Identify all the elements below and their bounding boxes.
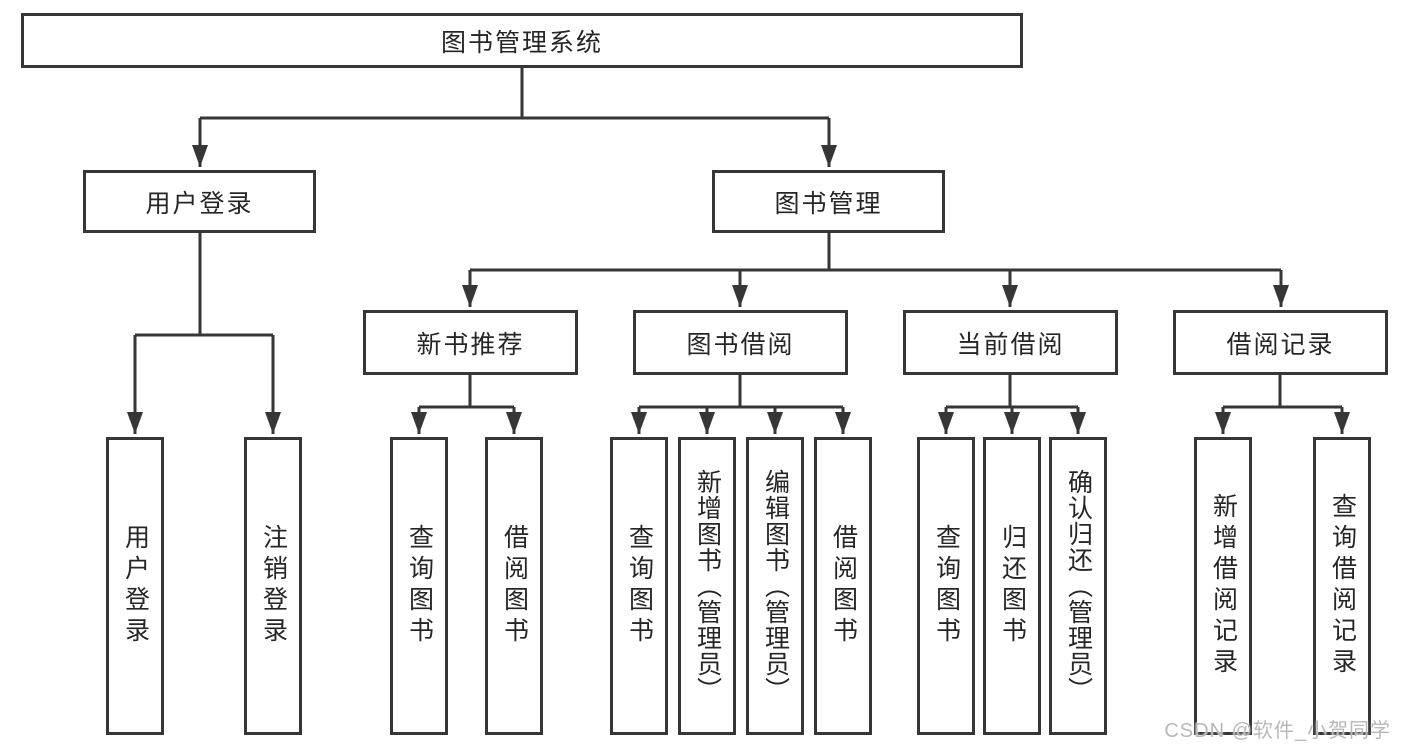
- node-label: 注销登录: [259, 524, 288, 648]
- node-label: 图书管理: [774, 189, 883, 218]
- node-label: 新增借阅记录: [1209, 493, 1238, 679]
- node-library-system: 图书管理系统: [21, 13, 1023, 68]
- leaf-return-book: 归还图书: [983, 437, 1041, 735]
- leaf-logout: 注销登录: [244, 437, 302, 735]
- watermark: CSDN @软件_小贺同学: [1164, 720, 1391, 742]
- node-label: 借阅图书: [500, 524, 529, 648]
- leaf-query-books: 查询图书: [610, 437, 668, 735]
- node-book-borrow: 图书借阅: [633, 310, 848, 375]
- node-label: 用户登录: [121, 524, 150, 648]
- node-label: 查询借阅记录: [1328, 493, 1357, 679]
- leaf-query-borrow-record: 查询借阅记录: [1313, 437, 1371, 735]
- node-label: 借阅记录: [1226, 330, 1335, 359]
- node-label: 查询图书: [405, 524, 434, 648]
- node-label: 用户登录: [145, 189, 254, 218]
- node-label: 查询图书: [932, 524, 961, 648]
- node-label: 归还图书: [998, 524, 1027, 648]
- node-book-management: 图书管理: [712, 170, 945, 233]
- node-borrow-records: 借阅记录: [1173, 310, 1388, 375]
- leaf-borrow-books: 借阅图书: [485, 437, 543, 735]
- node-current-borrow: 当前借阅: [903, 310, 1118, 375]
- node-label: 查询图书: [625, 524, 654, 648]
- leaf-edit-book-admin: 编辑图书（管理员）: [746, 437, 804, 735]
- leaf-query-books: 查询图书: [390, 437, 448, 735]
- node-new-book-recommend: 新书推荐: [363, 310, 578, 375]
- leaf-add-borrow-record: 新增借阅记录: [1194, 437, 1252, 735]
- leaf-confirm-return-admin: 确认归还（管理员）: [1049, 437, 1107, 735]
- node-user-login: 用户登录: [83, 170, 316, 233]
- node-label: 确认归还（管理员）: [1064, 469, 1093, 703]
- node-label: 新书推荐: [416, 330, 525, 359]
- leaf-query-books: 查询图书: [917, 437, 975, 735]
- leaf-borrow-books: 借阅图书: [814, 437, 872, 735]
- node-label: 编辑图书（管理员）: [761, 469, 790, 703]
- node-label: 新增图书（管理员）: [693, 469, 722, 703]
- node-label: 图书管理系统: [440, 28, 603, 57]
- node-label: 当前借阅: [956, 330, 1065, 359]
- node-label: 图书借阅: [686, 330, 795, 359]
- node-label: 借阅图书: [829, 524, 858, 648]
- leaf-add-book-admin: 新增图书（管理员）: [678, 437, 736, 735]
- leaf-user-login: 用户登录: [106, 437, 164, 735]
